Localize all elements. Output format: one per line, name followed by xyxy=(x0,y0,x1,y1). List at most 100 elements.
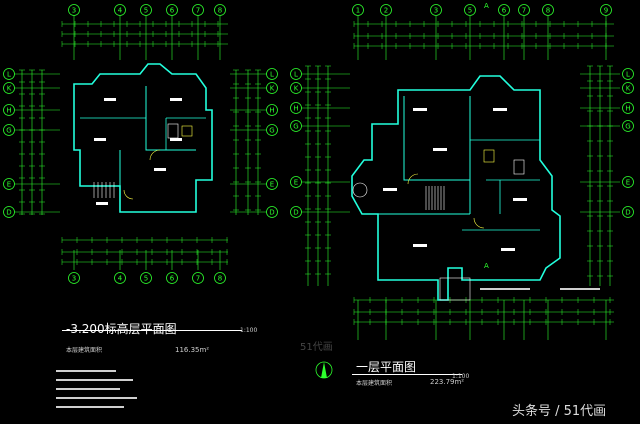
grid-bubble-right-rD xyxy=(622,206,634,218)
grid-bubble-right-G-label: G xyxy=(269,127,274,135)
grid-bubble-bottom-7 xyxy=(192,272,204,284)
grid-bubble-bottom-6-label: 6 xyxy=(170,275,175,283)
bay-window xyxy=(352,182,368,198)
grid-bubble-right-rK xyxy=(622,82,634,94)
grid-bubble-right-rE xyxy=(622,176,634,188)
grid-bubble-left-rD-label: D xyxy=(293,209,298,217)
room-label-mark xyxy=(170,98,182,101)
note-line xyxy=(56,388,120,390)
grid-bubble-top-r8 xyxy=(542,4,554,16)
section-marker-a: A xyxy=(484,2,489,10)
grid-bubble-bottom-5 xyxy=(140,272,152,284)
grid-bubble-top-8 xyxy=(214,4,226,16)
grid-bubble-top-r5 xyxy=(464,4,476,16)
grid-bubble-left-L xyxy=(3,68,15,80)
room-label-mark xyxy=(104,98,116,101)
plan-title-basement: -3.200标高层平面图 xyxy=(66,322,177,336)
area-label-first-floor: 本层建筑面积 xyxy=(356,380,393,387)
room-label-mark xyxy=(513,198,527,201)
grid-bubble-right-E-label: E xyxy=(270,181,274,189)
grid-bubble-top-r2 xyxy=(380,4,392,16)
room-label-mark xyxy=(413,108,427,111)
grid-bubble-left-H xyxy=(3,104,15,116)
grid-bubble-left-rE xyxy=(290,176,302,188)
grid-bubble-bottom-6 xyxy=(166,272,178,284)
grid-bubble-left-D xyxy=(3,206,15,218)
grid-bubble-bottom-3 xyxy=(68,272,80,284)
grid-bubble-right-L xyxy=(266,68,278,80)
room-label-mark xyxy=(433,148,447,151)
exterior-wall xyxy=(351,75,561,301)
grid-bubble-top-3 xyxy=(68,4,80,16)
grid-bubble-left-K xyxy=(3,82,15,94)
grid-bubble-right-rH xyxy=(622,102,634,114)
grid-bubble-top-7 xyxy=(192,4,204,16)
exterior-wall xyxy=(73,63,213,213)
grid-bubble-left-rH xyxy=(290,102,302,114)
note-line xyxy=(56,397,137,399)
room-label-mark xyxy=(383,188,397,191)
grid-bubble-top-r7 xyxy=(518,4,530,16)
grid-bubble-right-rG xyxy=(622,120,634,132)
room-label-mark xyxy=(413,244,427,247)
grid-bubble-left-E xyxy=(3,178,15,190)
title-underline xyxy=(352,374,462,375)
grid-bubble-left-G-label: G xyxy=(6,127,11,135)
grid-bubble-bottom-7-label: 7 xyxy=(196,275,200,283)
plan-scale-basement: 1:100 xyxy=(240,327,258,334)
title-underline xyxy=(62,330,242,331)
entrance-step xyxy=(439,277,471,301)
grid-bubble-left-E-label: E xyxy=(7,181,11,189)
grid-bubble-right-G xyxy=(266,124,278,136)
north-arrow-pointer xyxy=(321,362,327,378)
note-line xyxy=(56,379,133,381)
grid-bubble-right-L-label: L xyxy=(270,71,274,79)
grid-bubble-left-rK-label: K xyxy=(294,85,299,93)
grid-bubble-top-7-label: 7 xyxy=(196,7,200,15)
room-label-mark xyxy=(154,168,166,171)
grid-bubble-bottom-8-label: 8 xyxy=(218,275,222,283)
grid-bubble-top-3-label: 3 xyxy=(72,7,76,15)
grid-bubble-right-rG-label: G xyxy=(625,123,630,131)
grid-bubble-right-H xyxy=(266,104,278,116)
area-value-first-floor: 223.79m² xyxy=(430,378,465,386)
grid-bubble-left-G xyxy=(3,124,15,136)
section-marker-a-bottom: A xyxy=(484,262,489,270)
door-swing xyxy=(407,173,419,185)
grid-bubble-top-r9-label: 9 xyxy=(604,7,608,15)
grid-bubble-right-D-label: D xyxy=(269,209,274,217)
grid-bubble-top-r8-label: 8 xyxy=(546,7,550,15)
grid-bubble-left-rH-label: H xyxy=(293,105,298,113)
interior-wall xyxy=(145,86,196,151)
grid-bubble-bottom-3-label: 3 xyxy=(72,275,76,283)
grid-bubble-top-4 xyxy=(114,4,126,16)
grid-bubble-top-r1-label: 1 xyxy=(356,7,360,15)
grid-bubble-left-rG xyxy=(290,120,302,132)
note-line xyxy=(56,370,116,372)
grid-bubble-top-6-label: 6 xyxy=(170,7,175,15)
grid-bubble-top-r9 xyxy=(600,4,612,16)
toilet-fixture xyxy=(513,159,525,175)
room-label-mark xyxy=(94,138,106,141)
logo-watermark: 51代画 xyxy=(300,342,333,353)
note-line xyxy=(480,288,530,290)
grid-bubble-right-rH-label: H xyxy=(625,105,630,113)
grid-bubble-top-8-label: 8 xyxy=(218,7,222,15)
grid-bubble-bottom-5-label: 5 xyxy=(144,275,148,283)
room-label-mark xyxy=(96,202,108,205)
grid-bubble-top-5-label: 5 xyxy=(144,7,148,15)
grid-bubble-top-r2-label: 2 xyxy=(384,7,388,15)
grid-bubble-top-r6 xyxy=(498,4,510,16)
area-label-basement: 本层建筑面积 xyxy=(66,347,103,354)
grid-bubble-right-rK-label: K xyxy=(626,85,631,93)
grid-bubble-left-rG-label: G xyxy=(293,123,298,131)
plan-title-first-floor: 一层平面图 xyxy=(356,360,417,374)
door-swing xyxy=(149,149,161,161)
door-swing xyxy=(473,217,485,229)
grid-bubble-left-rD xyxy=(290,206,302,218)
grid-bubble-top-r7-label: 7 xyxy=(522,7,526,15)
grid-bubble-top-5 xyxy=(140,4,152,16)
grid-bubble-right-rD-label: D xyxy=(625,209,630,217)
